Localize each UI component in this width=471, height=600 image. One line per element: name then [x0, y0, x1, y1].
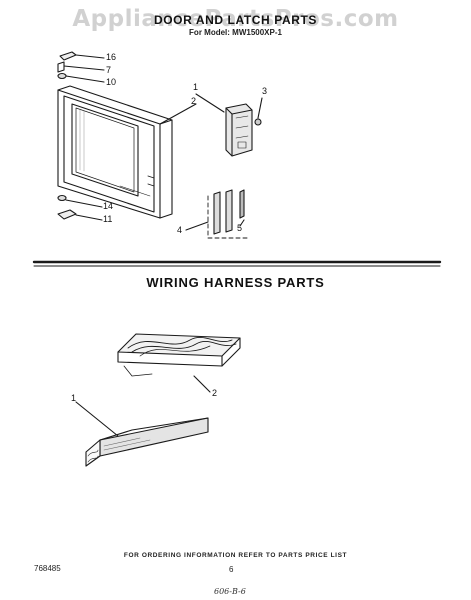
hinge-spacer	[57, 72, 105, 83]
leader-harness-2	[193, 375, 211, 393]
callout-harness-1: 1	[71, 393, 77, 403]
wiring-harness-tray	[117, 333, 241, 393]
latch-assembly	[225, 103, 253, 157]
callout-4: 4	[177, 225, 183, 235]
leader-2	[159, 103, 197, 125]
door-assembly	[57, 85, 173, 219]
latch-bar-group	[185, 189, 249, 239]
document-part-number: 768485	[34, 564, 61, 573]
model-number: For Model: MW1500XP-1	[189, 28, 282, 37]
callout-1: 1	[193, 82, 199, 92]
callout-harness-2: 2	[212, 388, 218, 398]
wiring-harness-title: WIRING HARNESS PARTS	[146, 275, 325, 290]
callout-14: 14	[103, 201, 114, 211]
callout-2: 2	[191, 96, 197, 106]
callout-3: 3	[262, 86, 268, 96]
callout-11: 11	[103, 214, 113, 224]
leader-5	[239, 219, 245, 227]
handwritten-note: 606-B-6	[214, 587, 246, 596]
latch-screw	[254, 97, 263, 126]
harness-kit-box	[75, 401, 209, 467]
page-number: 6	[229, 565, 234, 574]
door-latch-title: DOOR AND LATCH PARTS	[153, 13, 318, 27]
ordering-info: FOR ORDERING INFORMATION REFER TO PARTS …	[123, 552, 348, 559]
callout-5: 5	[237, 223, 243, 233]
hinge-pin-bottom	[57, 209, 103, 221]
callout-16: 16	[106, 52, 117, 62]
leader-1	[195, 93, 225, 113]
callout-10: 10	[106, 77, 117, 87]
washer-top	[57, 61, 105, 73]
leader-harness-1	[75, 401, 119, 437]
watermark-text: AppliancePartsPros.com	[72, 6, 399, 32]
hinge-washer-bottom	[57, 194, 103, 208]
hinge-pin-top	[59, 51, 105, 61]
callout-7: 7	[106, 65, 112, 75]
leader-4	[185, 221, 209, 231]
